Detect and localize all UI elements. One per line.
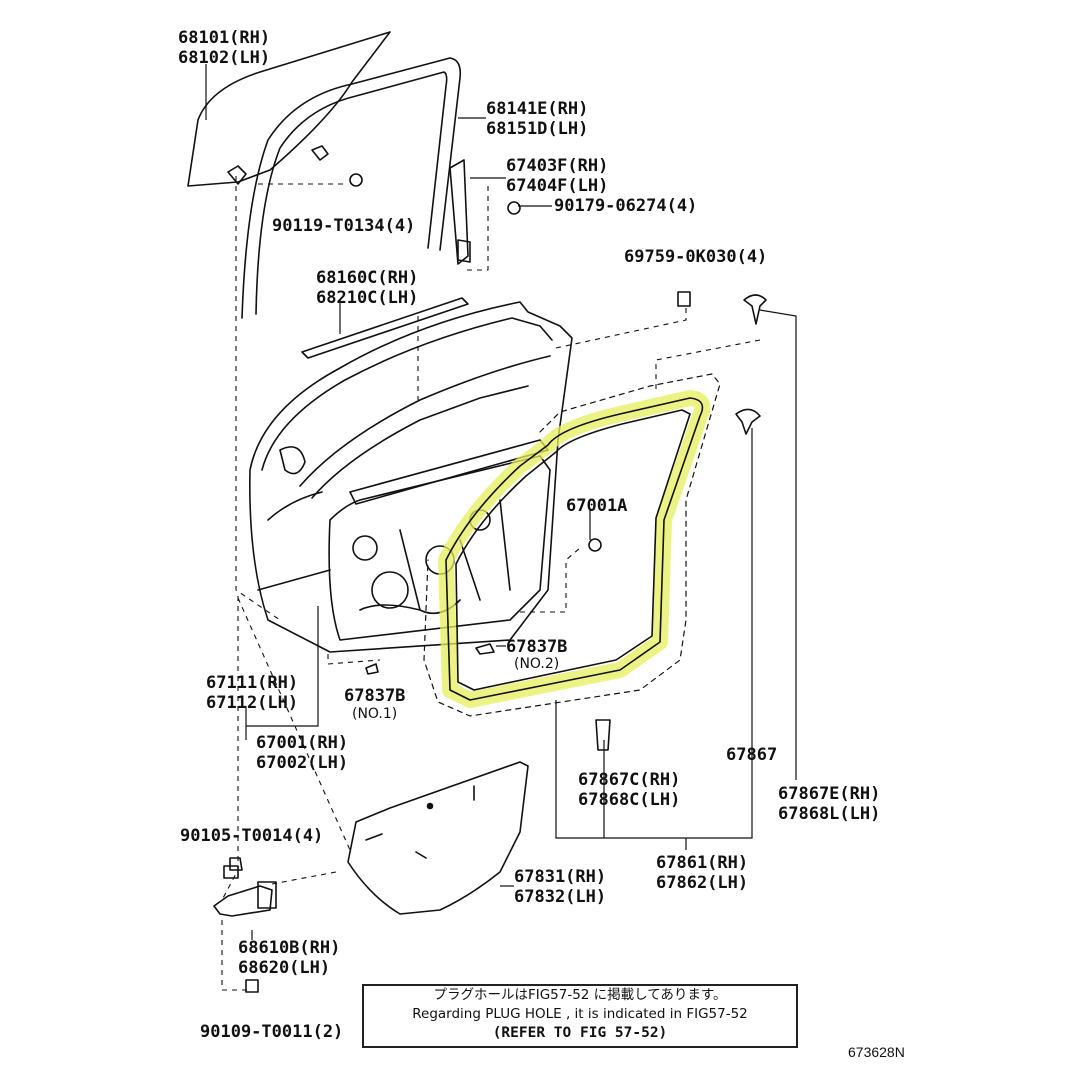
label-90119: 90119-T0134(4) [272,216,415,236]
hinge-drawing [213,865,277,993]
dashed-guides [221,176,761,991]
label-90109: 90109-T0011(2) [200,1022,343,1042]
note-refer: (REFER TO FIG 57-52) [492,1025,668,1041]
note-english: Regarding PLUG HOLE , it is indicated in… [412,1006,748,1022]
label-68151d: 68151D(LH) [486,119,588,139]
label-67111: 67111(RH) [206,673,298,693]
weatherstrip-drawing [445,397,704,701]
weatherstrip-dash-outline [423,373,721,717]
label-67001: 67001(RH) [256,733,348,753]
label-68160c: 68160C(RH) [316,268,418,288]
label-67837b-no1: 67837B [344,686,405,706]
label-67861: 67861(RH) [656,853,748,873]
weatherstrip-highlight [438,390,711,708]
glass-run-drawing [241,57,462,319]
label-67832: 67832(LH) [514,887,606,907]
label-67001a: 67001A [566,496,627,516]
belt-moulding-drawing [301,297,469,359]
label-67837b-no1-sub: (NO.1) [352,706,397,722]
label-68102: 68102(LH) [178,48,270,68]
label-68210c: 68210C(LH) [316,288,418,308]
label-68101: 68101(RH) [178,28,270,48]
label-67404f: 67404F(LH) [506,176,608,196]
label-69759: 69759-0K030(4) [624,247,767,267]
label-67862: 67862(LH) [656,873,748,893]
part-labels: 68101(RH) 68102(LH) 68141E(RH) 68151D(LH… [178,28,880,1042]
note-japanese: プラグホールはFIG57-52 に掲載してあります。 [433,987,727,1003]
label-67837b-no2-sub: (NO.2) [514,656,559,672]
label-68610b: 68610B(RH) [238,938,340,958]
label-68141e: 68141E(RH) [486,99,588,119]
service-hole-cover-drawing [347,761,529,915]
label-67831: 67831(RH) [514,867,606,887]
label-67837b-no2: 67837B [506,637,567,657]
label-67112: 67112(LH) [206,693,298,713]
label-90179: 90179-06274(4) [554,196,697,216]
figure-code: 673628N [848,1044,905,1060]
fasteners-drawing [229,173,767,871]
door-panel-drawing [249,301,573,653]
label-67868l: 67868L(LH) [778,804,880,824]
label-67868c: 67868C(LH) [578,790,680,810]
label-67867c: 67867C(RH) [578,770,680,790]
leader-lines [205,64,797,940]
door-glass-drawing [187,31,391,187]
label-67403f: 67403F(RH) [506,156,608,176]
front-lower-frame-drawing [449,159,471,265]
label-67002: 67002(LH) [256,753,348,773]
label-67867e: 67867E(RH) [778,784,880,804]
reference-note: プラグホールはFIG57-52 に掲載してあります。 Regarding PLU… [362,984,798,1048]
label-68620: 68620(LH) [238,958,330,978]
label-67867: 67867 [726,745,777,765]
label-90105: 90105-T0014(4) [180,826,323,846]
